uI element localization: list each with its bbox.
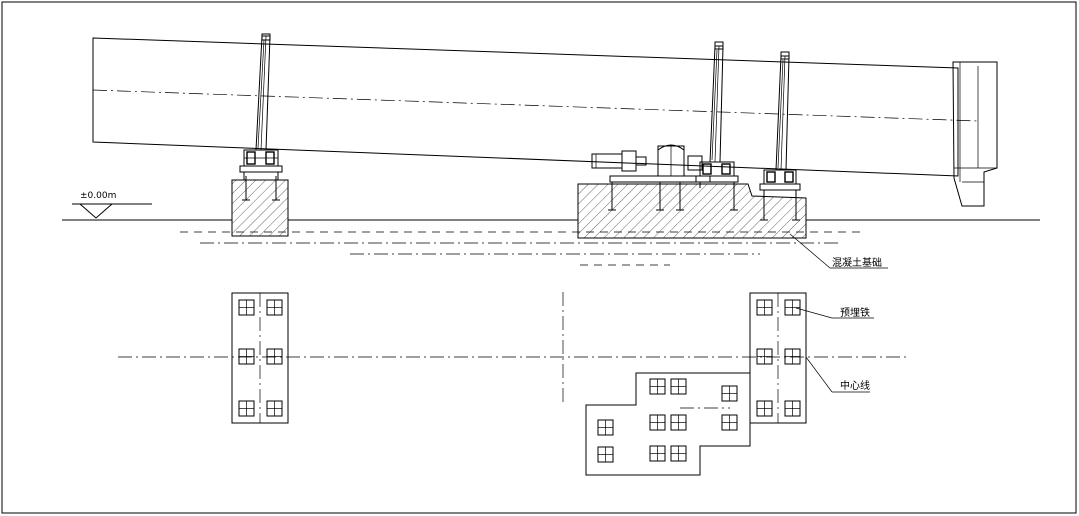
support-roller-station-1 bbox=[239, 149, 283, 180]
anchor-bolt-label: 预埋铁 bbox=[840, 306, 870, 319]
elevation-label: ±0.00m bbox=[80, 191, 116, 201]
riding-ring-1 bbox=[255, 33, 271, 151]
drive-motor bbox=[591, 153, 623, 169]
elevation-view: ±0.00m 混凝土基础 bbox=[62, 33, 1040, 269]
concrete-foundation-2 bbox=[577, 183, 807, 239]
pier-2-plan bbox=[749, 292, 807, 424]
concrete-foundation-label: 混凝土基础 bbox=[832, 256, 882, 269]
elevation-marker: ±0.00m bbox=[72, 191, 152, 219]
riding-ring-3 bbox=[775, 51, 790, 171]
support-roller-station-3 bbox=[759, 169, 801, 198]
drive-assembly bbox=[591, 144, 711, 190]
center-line-label: 中心线 bbox=[840, 379, 870, 392]
pier-1-plan bbox=[231, 292, 289, 424]
kiln-hood bbox=[952, 61, 998, 207]
anchor-bolt-pockets bbox=[238, 299, 801, 463]
plan-view: 预埋铁 中心线 bbox=[118, 292, 910, 476]
concrete-foundation-1 bbox=[231, 179, 289, 237]
kiln-centerline bbox=[92, 89, 979, 122]
below-grade-hidden-lines bbox=[180, 231, 860, 266]
anchor-bolts-2 bbox=[608, 186, 800, 221]
drive-foundation-plan bbox=[585, 372, 751, 476]
anchor-bolts-1 bbox=[242, 176, 280, 201]
kiln-shell bbox=[92, 37, 959, 177]
